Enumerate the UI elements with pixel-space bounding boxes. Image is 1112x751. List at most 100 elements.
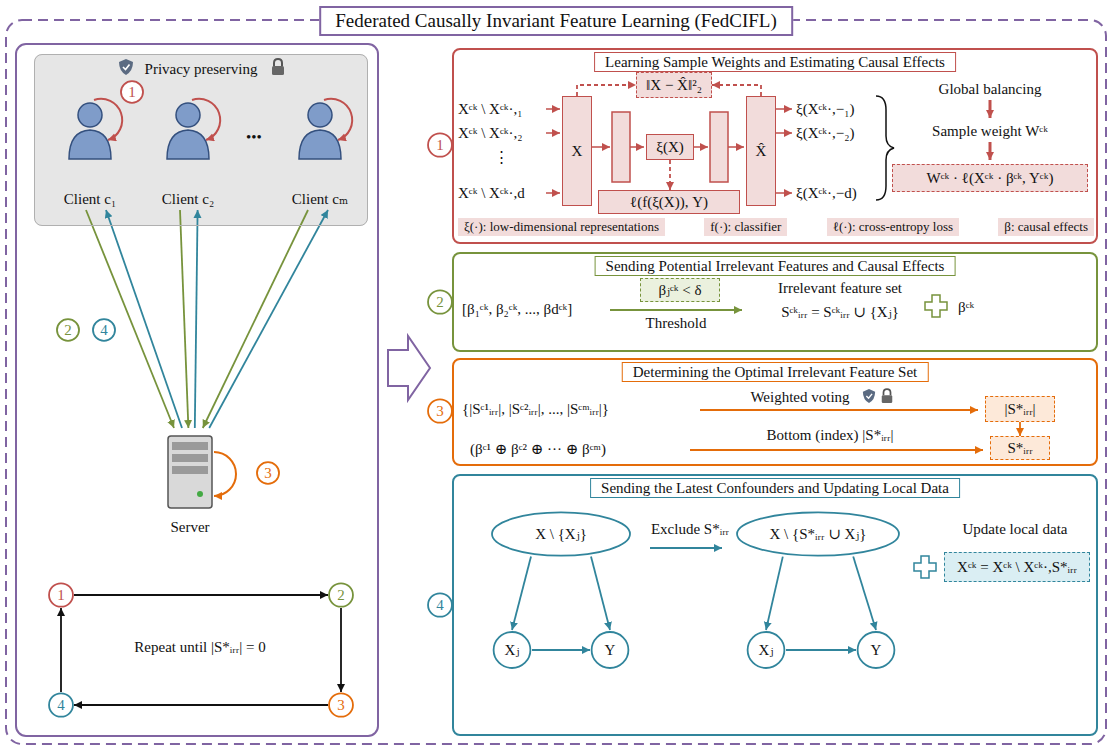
- node-text: Y: [871, 641, 882, 659]
- step-number: 3: [328, 692, 354, 718]
- node-text: βⱼᶜᵏ < δ: [658, 281, 701, 299]
- privacy-fill: [34, 54, 368, 226]
- step-panel: Sending the Latest Confounders and Updat…: [452, 474, 1098, 736]
- panel-heading: Sending Potential Irrelevant Features an…: [595, 256, 956, 276]
- panel-heading: Sending the Latest Confounders and Updat…: [590, 478, 960, 498]
- label-text: ξ(Xᶜᵏ·,−d): [796, 184, 857, 202]
- connector: [74, 704, 328, 706]
- connector: [512, 557, 531, 630]
- causal-node: Y: [590, 630, 630, 670]
- node-text: 4: [57, 696, 65, 714]
- step-number: 4: [92, 318, 116, 342]
- connector: [532, 649, 590, 651]
- step-number: 3: [427, 398, 453, 424]
- label-text: Exclude S*ᵢᵣᵣ: [651, 520, 729, 538]
- label-text: (βᶜ¹ ⊕ βᶜ² ⊕ ··· ⊕ βᶜᵐ): [470, 440, 606, 458]
- label-text: ξ(Xᶜᵏ·,−₂): [796, 124, 855, 142]
- node-text: Xᶜᵏ = Xᶜᵏ \ Xᶜᵏ·,S*ᵢᵣᵣ: [957, 558, 1077, 576]
- connector: [853, 557, 876, 630]
- process-box: Wᶜᵏ · ℓ(Xᶜᵏ · βᶜᵏ, Yᶜᵏ): [892, 164, 1088, 192]
- connector: [786, 649, 856, 651]
- label-text: ⋮: [494, 148, 509, 166]
- node-text: 1: [57, 586, 65, 604]
- node-text: ‖X − X̂‖²₂: [646, 76, 702, 94]
- node-text: 2: [436, 293, 444, 311]
- connector: [577, 85, 636, 96]
- process-box: X: [562, 96, 592, 206]
- connector: [195, 210, 198, 428]
- node-text: Client cₘ: [292, 190, 348, 208]
- connector: [60, 608, 62, 692]
- node-text: Client c₁: [64, 190, 116, 208]
- label-text: Weighted voting: [750, 388, 849, 406]
- client-node: Client c₁: [50, 98, 130, 210]
- node-text: |S*ᵢᵣᵣ|: [1004, 400, 1035, 418]
- label-text: {|Sᶜ¹ᵢᵣᵣ|, |Sᶜ²ᵢᵣᵣ|, ..., |Sᶜᵐᵢᵣᵣ|}: [462, 400, 609, 418]
- label-text: Sᶜᵏᵢᵣᵣ = Sᶜᵏᵢᵣᵣ ∪ {Xⱼ}: [781, 303, 899, 321]
- connector: [669, 160, 671, 190]
- notation-note: β: causal effects: [998, 218, 1094, 236]
- step-number: 1: [427, 132, 453, 158]
- connector: [180, 210, 188, 428]
- label-text: Update local data: [963, 520, 1068, 538]
- causal-node: Y: [856, 630, 896, 670]
- node-text: Xⱼ: [505, 641, 520, 659]
- connector: [340, 608, 342, 692]
- label-text: Repeat until |S*ᵢᵣᵣ| = 0: [134, 638, 265, 656]
- panel-heading: Determining the Optimal Irrelevant Featu…: [622, 362, 929, 382]
- connector: [74, 594, 328, 596]
- node-text: X \ {Xⱼ}: [535, 525, 587, 543]
- process-box: |S*ᵢᵣᵣ|: [985, 396, 1055, 422]
- label-text: Xᶜᵏ \ Xᶜᵏ·,₂: [458, 124, 522, 142]
- node-text: 1: [436, 136, 444, 154]
- plus-icon: [914, 556, 936, 578]
- process-box: S*ᵢᵣᵣ: [990, 436, 1050, 460]
- causal-node: X \ {S*ᵢᵣᵣ ∪ Xⱼ}: [730, 510, 906, 558]
- node-text: 2: [337, 586, 345, 604]
- node-text: Wᶜᵏ · ℓ(Xᶜᵏ · βᶜᵏ, Yᶜᵏ): [927, 169, 1054, 187]
- node-text: 3: [264, 464, 272, 482]
- label-text: Global balancing: [939, 80, 1042, 98]
- client-node: Client cₘ: [280, 98, 360, 210]
- label-text: Bottom (index) |S*ᵢᵣᵣ|: [766, 426, 893, 444]
- node-text: X \ {S*ᵢᵣᵣ ∪ Xⱼ}: [770, 525, 867, 543]
- diagram-title: Federated Causally Invariant Feature Lea…: [319, 6, 793, 36]
- exclude-arrow: [650, 547, 722, 549]
- step-number: 2: [56, 318, 80, 342]
- label-text: Irrelevant feature set: [778, 279, 902, 297]
- node-text: Y: [605, 641, 616, 659]
- process-box: βⱼᶜᵏ < δ: [640, 278, 720, 302]
- label-text: Sample weight Wᶜᵏ: [932, 122, 1048, 140]
- connector: [209, 210, 328, 428]
- label-text: [β₁ᶜᵏ, β₂ᶜᵏ, ..., βdᶜᵏ]: [462, 300, 572, 318]
- node-text: 4: [100, 321, 108, 339]
- node-text: 2: [64, 321, 72, 339]
- process-box: ℓ(f(ξ(X)), Y): [598, 190, 740, 214]
- node-text: X̂: [756, 142, 767, 160]
- label-text: Threshold: [646, 314, 707, 332]
- connector: [766, 557, 783, 630]
- step-number: 2: [427, 289, 453, 315]
- step-number: 4: [48, 692, 74, 718]
- node-text: Privacy preserving: [145, 60, 258, 78]
- voting-arrow: [700, 409, 978, 411]
- node-text: 4: [436, 596, 444, 614]
- node-text: ξ(X): [656, 138, 684, 156]
- connector: [106, 210, 182, 428]
- process-box: Xᶜᵏ = Xᶜᵏ \ Xᶜᵏ·,S*ᵢᵣᵣ: [944, 552, 1090, 582]
- notation-note: ξ(·): low-dimensional representations: [458, 218, 665, 236]
- bottom-arrow: [690, 449, 983, 451]
- node-text: Client c₂: [162, 190, 214, 208]
- label-text: •••: [246, 128, 262, 146]
- label-text: ξ(Xᶜᵏ·,−₁): [796, 100, 855, 118]
- big-arrow: [388, 336, 430, 400]
- node-text: S*ᵢᵣᵣ: [1007, 439, 1032, 457]
- node-text: Server: [170, 518, 209, 536]
- threshold-arrow: [610, 309, 742, 311]
- step-panel: Learning Sample Weights and Estimating C…: [452, 48, 1098, 244]
- step-number: 4: [427, 592, 453, 618]
- step-number: 1: [48, 582, 74, 608]
- node-text: Xⱼ: [759, 641, 774, 659]
